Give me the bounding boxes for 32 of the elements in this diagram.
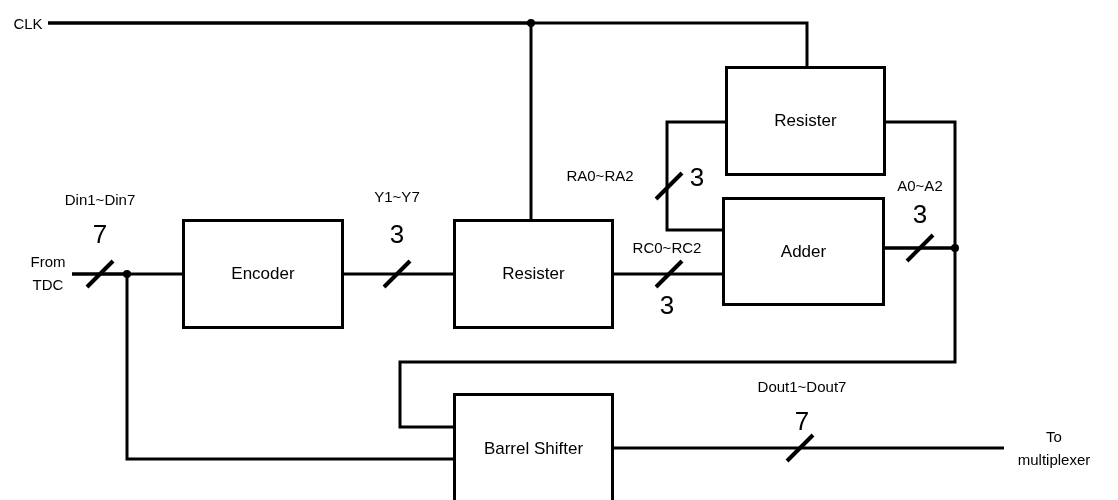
block-label: Resister	[774, 110, 837, 133]
bus-name: Dout1~Dout7	[757, 378, 847, 396]
bus-name: A0~A2	[897, 177, 943, 195]
bus-width-number: 3	[689, 163, 705, 191]
block-box	[453, 219, 614, 329]
block-label: Encoder	[231, 263, 295, 286]
bus-width-number: 3	[912, 200, 928, 228]
connector-line	[614, 446, 1004, 450]
bus-width-number: 3	[389, 220, 405, 248]
signal-label: To multiplexer	[1004, 425, 1104, 471]
block-label: Adder	[780, 240, 827, 263]
bus-name: Din1~Din7	[64, 191, 136, 209]
connector-line	[48, 21, 809, 66]
bus-name: Y1~Y7	[374, 188, 420, 206]
bus-width-number: 7	[794, 407, 810, 435]
connector-line	[72, 272, 453, 461]
connector-line	[398, 246, 957, 429]
connector-line	[665, 120, 725, 232]
signal-label: From TDC	[24, 250, 72, 296]
signal-label: CLK	[8, 12, 48, 34]
bus-width-number: 7	[92, 220, 108, 248]
block-label: Barrel Shifter	[483, 438, 584, 461]
connector-line	[614, 272, 722, 276]
block-box	[722, 197, 885, 306]
bus-name: RC0~RC2	[632, 239, 702, 257]
block-label: Resister	[502, 263, 565, 286]
block-box	[725, 66, 886, 176]
bus-width-number: 3	[659, 291, 675, 319]
connector-line	[344, 272, 453, 276]
block-box	[182, 219, 344, 329]
block-box	[453, 393, 614, 500]
bus-name: RA0~RA2	[566, 167, 634, 185]
